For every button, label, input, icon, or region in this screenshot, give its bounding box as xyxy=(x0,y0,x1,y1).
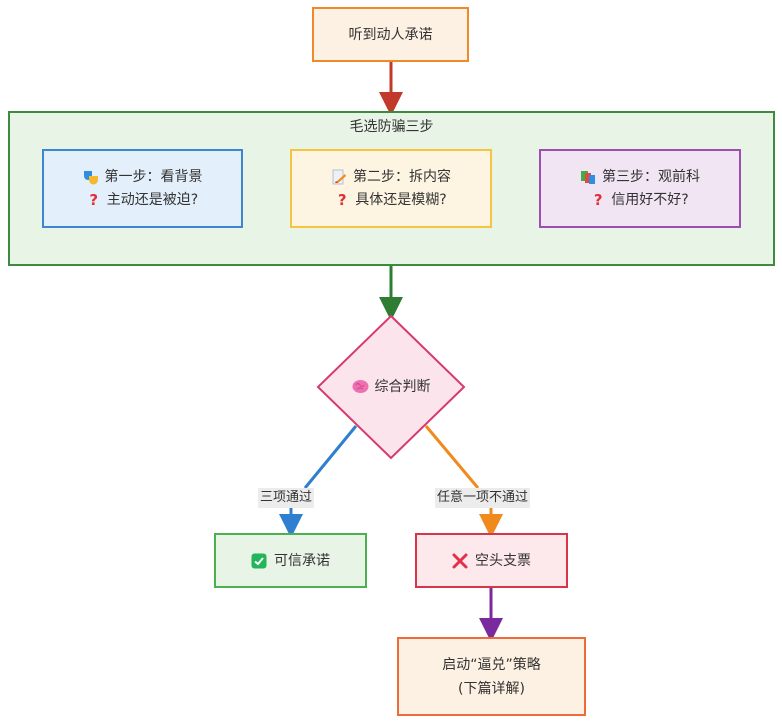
decision-node: 综合判断 xyxy=(318,362,464,410)
step-1-node: 第一步：看背景 ? 主动还是被迫? xyxy=(42,149,243,228)
brain-icon xyxy=(352,379,369,394)
edge-decision-to-no xyxy=(424,425,480,489)
edge-decision-to-yes xyxy=(303,425,358,489)
cross-mark-icon xyxy=(452,553,468,569)
books-icon xyxy=(580,169,596,185)
empty-promise-label: 空头支票 xyxy=(475,552,531,569)
step-2-node: 第二步：拆内容 ? 具体还是模糊? xyxy=(290,149,492,228)
memo-pencil-icon xyxy=(331,169,347,185)
empty-promise-node: 空头支票 xyxy=(415,533,568,588)
start-node: 听到动人承诺 xyxy=(312,7,469,62)
next-strategy-line2: (下篇详解) xyxy=(458,680,525,697)
step-1-question: 主动还是被迫? xyxy=(106,191,199,208)
theater-masks-icon xyxy=(83,169,99,185)
step-3-node: 第三步：观前科 ? 信用好不好? xyxy=(539,149,741,228)
question-mark-icon: ? xyxy=(337,190,347,209)
next-strategy-line1: 启动“逼兑”策略 xyxy=(442,656,541,673)
step-1-title: 第一步：看背景 xyxy=(104,168,203,185)
question-mark-icon: ? xyxy=(89,190,99,209)
decision-label: 综合判断 xyxy=(374,379,431,395)
step-2-question: 具体还是模糊? xyxy=(355,191,447,208)
decision-diamond xyxy=(316,314,466,460)
question-mark-icon: ? xyxy=(593,190,603,209)
step-3-title: 第三步：观前科 xyxy=(602,168,700,185)
step-2-title: 第二步：拆内容 xyxy=(353,168,451,185)
credible-promise-label: 可信承诺 xyxy=(274,552,330,569)
filter-group-title: 毛选防骗三步 xyxy=(349,119,434,135)
edge-label-yes: 三项通过 xyxy=(258,488,315,508)
edge-label-no: 任意一项不通过 xyxy=(435,488,531,508)
credible-promise-node: 可信承诺 xyxy=(214,533,367,588)
check-box-icon xyxy=(251,553,267,569)
start-label: 听到动人承诺 xyxy=(348,26,433,43)
step-3-question: 信用好不好? xyxy=(611,191,689,208)
next-strategy-node: 启动“逼兑”策略 (下篇详解) xyxy=(397,637,586,716)
